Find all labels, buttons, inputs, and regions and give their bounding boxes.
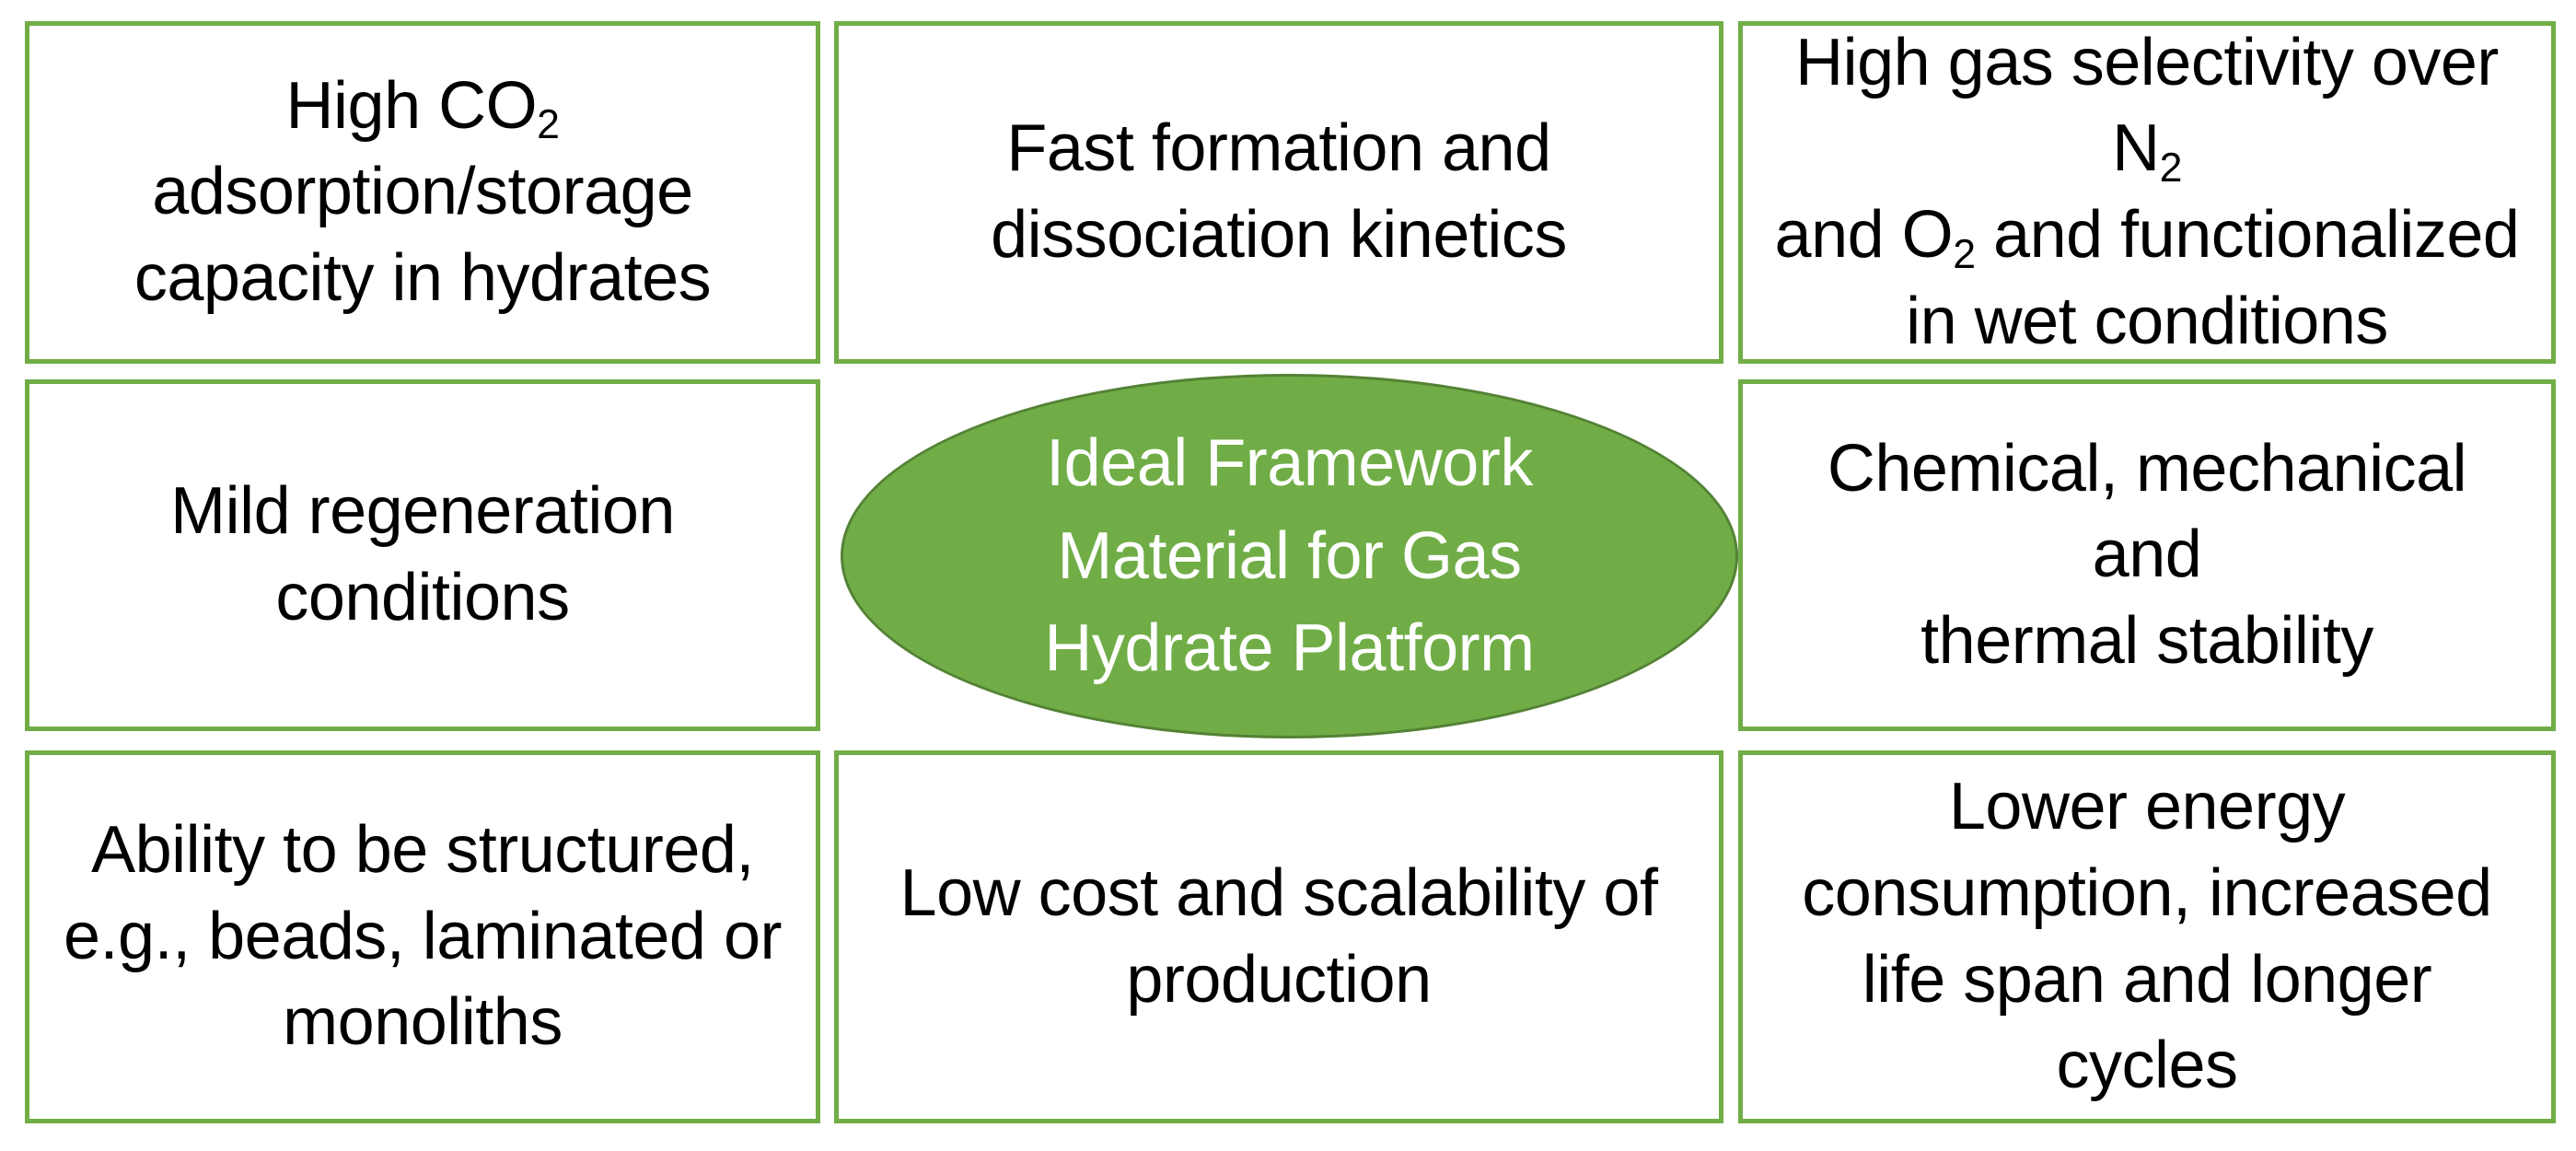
feature-text-line-1: Chemical, mechanical and <box>1827 431 2467 592</box>
feature-box-top-center[interactable]: Fast formation and dissociation kinetics <box>834 21 1723 364</box>
feature-box-top-center-label: Fast formation and dissociation kinetics <box>967 106 1591 278</box>
feature-text-line-2: consumption, increased <box>1802 855 2492 930</box>
feature-text-line-2: thermal stability <box>1920 603 2373 678</box>
center-text-line-3: Hydrate Platform <box>1044 611 1535 686</box>
center-text-line-1: Ideal Framework <box>1046 425 1533 500</box>
feature-text-line-2: conditions <box>275 561 570 634</box>
feature-box-bottom-right[interactable]: Lower energy consumption, increased life s… <box>1738 750 2556 1123</box>
feature-text-line-1: Lower energy <box>1948 770 2346 844</box>
feature-text-line-3: capacity in hydrates <box>133 240 712 315</box>
subscript-2: 2 <box>1953 231 1976 277</box>
feature-text-line-2-post: and functionalized <box>1975 198 2520 272</box>
feature-text-line-2-pre: and O <box>1774 198 1954 272</box>
feature-text-line-2: adsorption/storage <box>152 155 693 229</box>
feature-text-line-1: Low cost and scalability of <box>899 855 1658 930</box>
feature-box-bottom-left-label: Ability to be structured, e.g., beads, la… <box>40 808 806 1066</box>
feature-text-line-1: Ability to be structured, <box>91 813 754 888</box>
feature-box-middle-left-label: Mild regeneration conditions <box>146 469 699 641</box>
feature-text-line-1: Fast formation and <box>1006 111 1551 186</box>
feature-box-bottom-center[interactable]: Low cost and scalability of production <box>834 750 1723 1123</box>
feature-box-bottom-right-label: Lower energy consumption, increased life s… <box>1743 764 2551 1109</box>
subscript-2: 2 <box>2159 145 2183 191</box>
feature-text-line-2: production <box>1126 942 1432 1017</box>
feature-box-bottom-left[interactable]: Ability to be structured, e.g., beads, la… <box>25 750 820 1123</box>
feature-text-line-1: High CO <box>285 68 538 143</box>
feature-text-line-3: life span and longer cycles <box>1862 942 2432 1103</box>
feature-box-top-left[interactable]: High CO2 adsorption/storage capacity in hy… <box>25 21 820 364</box>
feature-text-line-3: monoliths <box>283 985 563 1060</box>
feature-text-line-1: Mild regeneration <box>170 474 675 549</box>
subscript-2: 2 <box>537 102 560 148</box>
center-text-line-2: Material for Gas <box>1057 518 1522 593</box>
feature-text-line-2: e.g., beads, laminated or <box>64 899 783 973</box>
feature-box-middle-right[interactable]: Chemical, mechanical and thermal stabilit… <box>1738 379 2556 731</box>
feature-box-middle-right-label: Chemical, mechanical and thermal stabilit… <box>1743 426 2551 685</box>
feature-text-line-2: dissociation kinetics <box>991 198 1567 272</box>
feature-box-middle-left[interactable]: Mild regeneration conditions <box>25 379 820 731</box>
feature-text-line-3: in wet conditions <box>1906 284 2388 358</box>
feature-box-top-left-label: High CO2 adsorption/storage capacity in hy… <box>110 64 735 322</box>
feature-text-line-1: High gas selectivity over N <box>1795 25 2499 186</box>
feature-box-bottom-center-label: Low cost and scalability of production <box>876 851 1682 1023</box>
